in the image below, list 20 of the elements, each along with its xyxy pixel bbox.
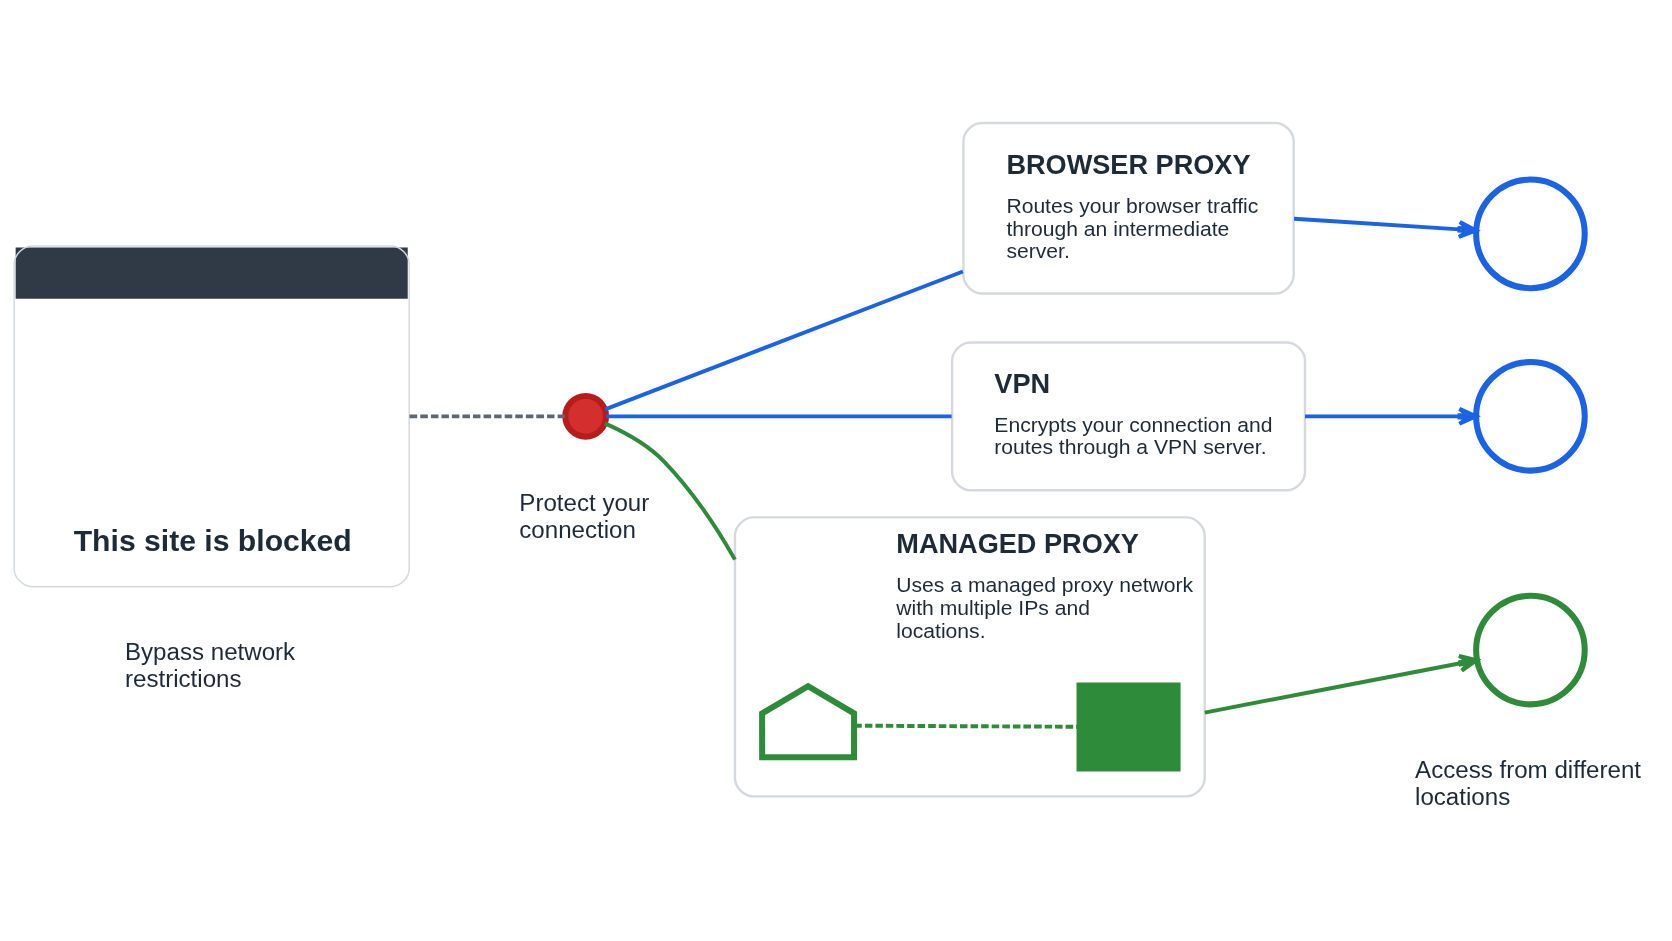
node-box: [1076, 682, 1181, 771]
node-circle: [562, 392, 610, 440]
node-circle: [1473, 358, 1588, 474]
connector: [604, 269, 964, 411]
connector: [409, 413, 566, 418]
node-circle: [1473, 176, 1588, 291]
label: Access from different locations: [1415, 755, 1642, 810]
label: Bypass network restrictions: [124, 637, 296, 692]
cluster: MANAGED PROXY Uses a managed proxy network with multiple IPs and locations.: [733, 515, 1206, 798]
node-circle: [1473, 592, 1588, 707]
arrow: [1204, 653, 1479, 714]
connector: [606, 413, 952, 418]
connector: [854, 723, 1080, 729]
node-box: BROWSER PROXY Routes your browser traffic through an intermediate server.: [962, 121, 1295, 295]
arrow: [1305, 406, 1479, 426]
label: Protect your connection: [519, 488, 650, 543]
node-box: VPN Encrypts your connection and routes through a VPN server.: [950, 340, 1307, 491]
node-house: [759, 682, 858, 760]
arrow: [1293, 216, 1478, 239]
connector: [604, 421, 737, 561]
